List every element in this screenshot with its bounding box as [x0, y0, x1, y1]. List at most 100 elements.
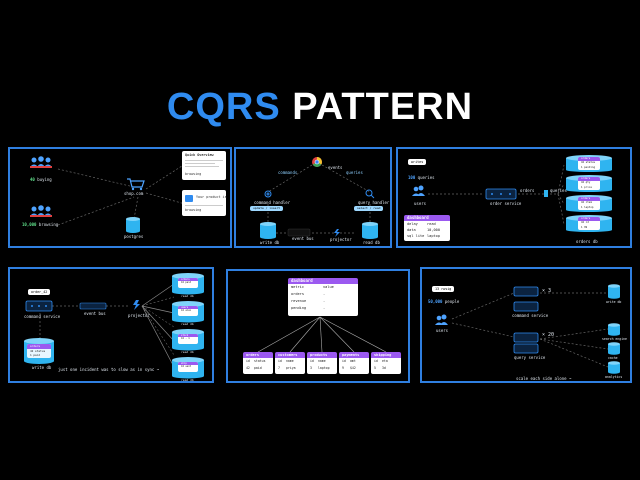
- read-db-row: 42 - 1: [181, 337, 190, 341]
- shop-label: shop.com: [124, 191, 144, 196]
- panel3-lines: [412, 164, 565, 225]
- query-service-box: [513, 332, 539, 343]
- browser-icon: [312, 157, 322, 167]
- bolt-icon: [133, 300, 140, 310]
- event-bus-box: [79, 302, 107, 310]
- cart-icon: [127, 178, 145, 191]
- orders-table-row: 42 id: [581, 221, 589, 225]
- write-db-label: write db: [606, 300, 622, 304]
- event-bus-label: event bus: [292, 236, 314, 241]
- buying-count: 40: [30, 177, 35, 182]
- product-card: Your product is browsing: [182, 190, 227, 216]
- command-service-label: command service: [24, 314, 61, 319]
- read-db-icon-1: [608, 323, 620, 336]
- read-db-label: read db: [181, 322, 194, 326]
- read-db-icon: [362, 222, 378, 239]
- gear-icon: [264, 190, 272, 198]
- writes-pill: writes: [408, 159, 427, 165]
- orders-table-row: 1 99: [581, 225, 588, 229]
- bolt-icon: [334, 229, 340, 237]
- command-service-label: command service: [512, 313, 549, 318]
- write-db-icon: [260, 222, 276, 239]
- overview-card-footer: browsing: [185, 172, 202, 176]
- orders-table-row: 42 item: [581, 201, 592, 205]
- users-icon-2: [30, 205, 52, 217]
- people-count: 50,000: [428, 299, 443, 304]
- panel1-lines: [30, 156, 186, 233]
- users-icon: [435, 314, 448, 325]
- source-table-title: shipping: [371, 352, 401, 358]
- queries-arrow-label: queries: [550, 188, 567, 193]
- query-scale: × 20: [542, 332, 555, 338]
- page-title: CQRS PATTERN: [0, 86, 640, 129]
- source-table-title: orders: [243, 352, 273, 358]
- orders-table-title: orders: [578, 157, 600, 162]
- small-db-icon: [544, 190, 548, 197]
- orders-table-row: 42 qty: [581, 181, 591, 185]
- source-table-title: customers: [275, 352, 305, 358]
- query-handler-label: query handler: [358, 200, 390, 205]
- event-bus-box: [287, 228, 311, 237]
- overview-card: Quick Overview browsing: [182, 151, 226, 180]
- database-icon: [126, 217, 140, 233]
- order-pill: order_42: [28, 289, 51, 295]
- db-label: postgres: [124, 234, 144, 239]
- panel-event-projection: order_42 command service event bus proje…: [8, 267, 214, 383]
- orders-table-title: orders: [578, 217, 600, 222]
- read-db-label: read db: [181, 350, 194, 354]
- panel-independent-scaling: 13 rwsig 50,000 people users command ser…: [420, 267, 632, 383]
- order-service-label: order service: [490, 201, 522, 206]
- write-db-row: orders: [27, 344, 51, 349]
- write-db-row: 42 status: [30, 348, 46, 353]
- footnote: scale each side alone ~: [516, 376, 572, 381]
- panel-command-query-split: commands queries events command handler …: [234, 147, 392, 248]
- db-cylinder: [566, 155, 612, 172]
- orders-arrow-label: orders: [520, 188, 535, 193]
- read-db-label: read db: [363, 240, 380, 245]
- dashboard-row: orders-: [291, 292, 326, 296]
- orders-table-title: orders: [578, 197, 600, 202]
- browsing-label: browsing: [38, 222, 59, 227]
- panel2-lines: [260, 157, 378, 239]
- users-label: users: [436, 328, 449, 333]
- source-table-title: products: [307, 352, 337, 358]
- panel-order-service: writes 100 queries users order service o…: [396, 147, 632, 248]
- read-db-title: orders: [178, 278, 198, 282]
- select-badge: select / read: [354, 206, 384, 211]
- queries-label: queries: [346, 170, 363, 175]
- read-db-row: 42 alex: [181, 309, 192, 313]
- read-db-title: stock: [178, 334, 198, 338]
- projector-label: projector: [330, 237, 352, 242]
- command-service-box-2: [513, 301, 539, 312]
- query-service-box-2: [513, 343, 539, 354]
- orders-table-row: 1 price: [581, 185, 592, 189]
- read-db-label: read db: [181, 378, 194, 382]
- orders-table-row: 42 status: [581, 161, 596, 165]
- query-service-label: query service: [514, 355, 546, 360]
- panel6-lines: [435, 284, 620, 374]
- rwsig-pill: 13 rwsig: [432, 286, 455, 292]
- search-icon: [365, 189, 375, 199]
- source-table-title: payments: [339, 352, 369, 358]
- queries-count-label: queries: [417, 175, 435, 180]
- read-db-icon-2: [608, 342, 620, 355]
- queries-count: 100: [408, 175, 416, 180]
- write-db-label: write db: [32, 365, 52, 370]
